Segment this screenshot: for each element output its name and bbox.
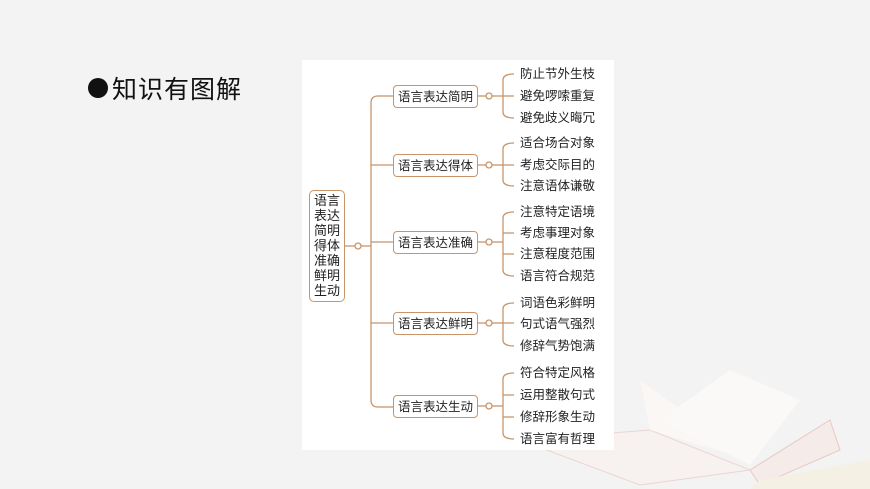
leaf-node: 运用整散句式 bbox=[520, 387, 596, 402]
branch-node-concise: 语言表达简明 bbox=[393, 85, 478, 108]
leaf-node: 防止节外生枝 bbox=[520, 66, 596, 81]
branch-node-accurate: 语言表达准确 bbox=[393, 231, 478, 254]
leaf-node: 考虑交际目的 bbox=[520, 157, 596, 172]
leaf-node: 语言符合规范 bbox=[520, 268, 596, 283]
leaf-node: 语言富有哲理 bbox=[520, 431, 596, 446]
leaf-node: 避免歧义晦冗 bbox=[520, 110, 596, 125]
branch-node-vivid-clear: 语言表达鲜明 bbox=[393, 312, 478, 335]
mindmap-root-node: 语言表达简明得体准确鲜明生动 bbox=[309, 190, 345, 302]
leaf-node: 适合场合对象 bbox=[520, 135, 596, 150]
leaf-node: 注意语体谦敬 bbox=[520, 178, 596, 193]
bullet-icon bbox=[88, 78, 108, 98]
leaf-node: 句式语气强烈 bbox=[520, 316, 596, 331]
heading-text: 知识有图解 bbox=[112, 75, 243, 104]
leaf-node: 注意程度范围 bbox=[520, 246, 596, 261]
branch-node-appropriate: 语言表达得体 bbox=[393, 154, 478, 177]
branch-node-lively: 语言表达生动 bbox=[393, 395, 478, 418]
leaf-node: 修辞气势饱满 bbox=[520, 338, 596, 353]
section-heading: 知识有图解 bbox=[88, 70, 242, 106]
leaf-node: 避免啰嗦重复 bbox=[520, 88, 596, 103]
leaf-node: 修辞形象生动 bbox=[520, 409, 596, 424]
mindmap-panel bbox=[302, 60, 614, 450]
leaf-node: 注意特定语境 bbox=[520, 204, 596, 219]
leaf-node: 符合特定风格 bbox=[520, 365, 596, 380]
leaf-node: 词语色彩鲜明 bbox=[520, 295, 596, 310]
leaf-node: 考虑事理对象 bbox=[520, 225, 596, 240]
